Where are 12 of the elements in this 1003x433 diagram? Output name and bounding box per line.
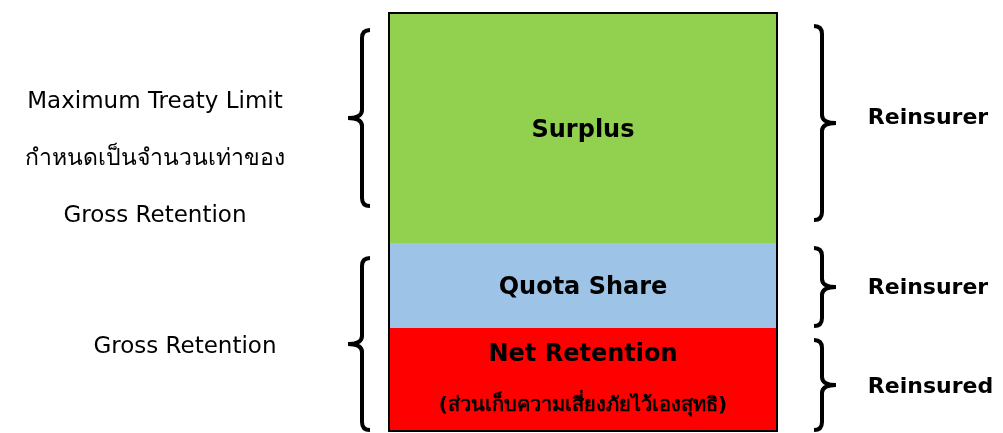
layer-box — [388, 243, 778, 330]
bracket-label: Gross Retention — [92, 331, 278, 360]
bracket-label: Maximum Treaty Limit กำหนดเป็นจำนวนเท่าของ Gross Retention — [24, 85, 286, 229]
side-label: Reinsurer — [866, 273, 990, 301]
layer-box — [388, 328, 778, 432]
side-label: Reinsurer — [866, 103, 990, 131]
side-label: Reinsured — [866, 372, 995, 400]
layer-title: Surplus — [531, 114, 635, 143]
layer-title: Net Retention — [488, 338, 678, 367]
layer-note: (ส่วนเก็บความเสี่ยงภัยไว้เองสุทธิ) — [438, 389, 728, 419]
layer-box — [388, 12, 778, 245]
layer-title: Quota Share — [498, 271, 668, 300]
